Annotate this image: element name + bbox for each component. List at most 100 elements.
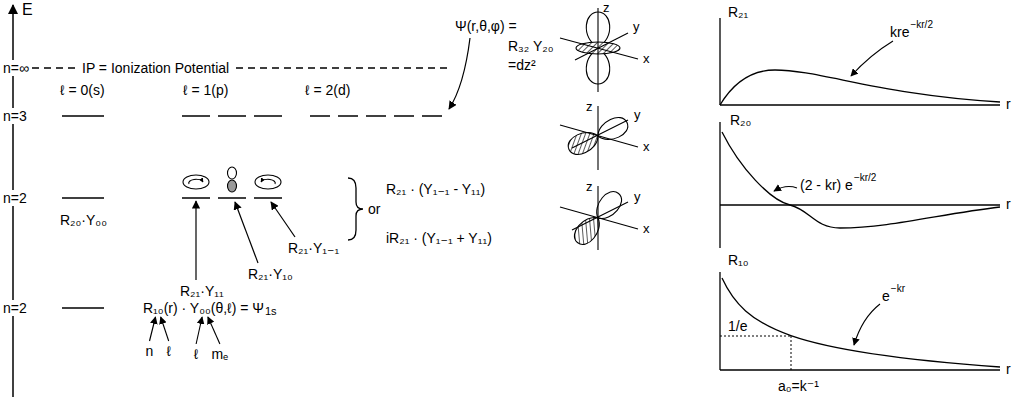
p-orbital-picture xyxy=(572,202,628,230)
orbital-combination: iR₂₁ · (Y₁₋₁ + Y₁₁) xyxy=(386,230,492,246)
axis-letter: x xyxy=(643,140,650,155)
dz2-orbital xyxy=(560,8,638,92)
quantum-number: ℓ xyxy=(194,346,199,362)
p-orbital-picture xyxy=(597,106,598,170)
pointer-arrows xyxy=(271,202,295,237)
orbital-combination: R₂₁ · (Y₁₋₁ - Y₁₁) xyxy=(386,181,485,197)
radial-plot xyxy=(774,187,797,191)
curve-label: e xyxy=(882,288,890,304)
p-orbital-icons xyxy=(183,167,281,192)
exponent: −kr xyxy=(891,283,905,295)
energy-levels xyxy=(218,115,246,117)
connector-word: or xyxy=(368,201,380,217)
plot-label: R₂₁ xyxy=(728,4,748,20)
axis-letter: z xyxy=(603,1,610,16)
axis-letter: r xyxy=(1006,361,1011,377)
radial-plot xyxy=(720,122,1000,248)
energy-levels xyxy=(310,115,330,117)
leader-arrow xyxy=(196,317,202,344)
energy-levels xyxy=(338,115,358,117)
level-label: n=2 xyxy=(1,300,29,316)
energy-levels xyxy=(366,115,386,117)
energy-levels xyxy=(422,115,442,117)
curve-label: (2 - kr) e xyxy=(800,177,853,193)
plot-label: R₂₀ xyxy=(730,112,751,128)
dz2-orbital xyxy=(575,33,628,60)
axis-letter: x xyxy=(643,52,650,67)
leader-arrow xyxy=(150,317,156,341)
radial-plot xyxy=(720,369,1000,370)
p-orbital-icons xyxy=(255,175,281,189)
axis-label: E xyxy=(22,1,33,19)
orbital-label: R₂₁·Y₁₁ xyxy=(180,283,224,299)
pointer-arrows xyxy=(195,201,196,280)
p-orbital-picture xyxy=(560,186,638,250)
brace xyxy=(348,178,363,240)
exponent: −kr/2 xyxy=(910,19,933,31)
radial-plot xyxy=(720,18,1000,105)
energy-levels xyxy=(62,116,442,308)
p-orbital-picture xyxy=(560,106,638,170)
energy-levels xyxy=(62,197,104,199)
p-orbital-picture xyxy=(572,120,628,148)
radial-plot xyxy=(720,272,1000,370)
leader-arrow xyxy=(161,317,169,341)
p-orbital-icons xyxy=(228,167,237,179)
p-orbital-icons xyxy=(189,179,203,184)
column-header: ℓ = 0(s) xyxy=(60,82,105,98)
exponent: −kr/2 xyxy=(854,172,877,184)
column-header: ℓ = 2(d) xyxy=(305,82,350,98)
radial-plot xyxy=(851,41,893,76)
quantum-number: n xyxy=(146,343,154,359)
wavefunction-formula: R₁₀(r) · Y₀₀(θ,ℓ) = Ψ xyxy=(143,300,264,316)
dz2-orbital xyxy=(597,8,598,92)
plot-annotation: a₀=k⁻¹ xyxy=(778,378,819,394)
brace xyxy=(348,178,363,240)
wavefunction-label: R₃₂ Y₂₀ xyxy=(508,38,553,54)
orbital-label: R₂₁·Y₁₋₁ xyxy=(288,240,339,256)
curve-label: kre xyxy=(890,24,909,40)
energy-levels xyxy=(182,115,210,117)
p-orbital-icons xyxy=(261,179,275,184)
plot-label: R₁₀ xyxy=(728,252,749,268)
energy-levels xyxy=(254,115,282,117)
axis-letter: z xyxy=(586,100,593,115)
axis-letter: r xyxy=(1006,96,1011,112)
ionization-label: IP = Ionization Potential xyxy=(80,60,231,76)
p-orbital-picture xyxy=(560,207,638,229)
axis-letter: z xyxy=(586,180,593,195)
level-label: n=∞ xyxy=(1,60,31,76)
p-orbital-icons xyxy=(183,175,209,189)
level-label: n=3 xyxy=(1,108,29,124)
wavefunction-label: =dz² xyxy=(508,57,536,73)
orbital-label: R₂₀·Y₀₀ xyxy=(60,212,107,228)
pointer-arrows xyxy=(449,38,470,109)
radial-plot xyxy=(720,70,1000,105)
p-orbital-picture xyxy=(570,212,606,249)
p-orbital-icons xyxy=(228,180,237,192)
dz2-orbital xyxy=(560,38,638,59)
p-orbital-picture xyxy=(560,125,638,147)
wavefunction-label: Ψ(r,θ,φ) = xyxy=(455,18,517,34)
radial-plot xyxy=(719,122,720,248)
axis-letter: y xyxy=(634,190,641,205)
axis-letter: y xyxy=(633,20,640,35)
radial-plot xyxy=(720,336,791,337)
radial-plot xyxy=(719,18,720,105)
orbital-label: R₂₁·Y₁₀ xyxy=(248,266,293,282)
quantum-number: ℓ xyxy=(166,343,171,359)
leader-arrow xyxy=(208,317,220,344)
radial-plot xyxy=(722,132,1000,228)
energy-levels xyxy=(394,115,414,117)
energy-levels xyxy=(62,307,104,309)
energy-levels xyxy=(62,115,104,117)
plot-annotation: 1/e xyxy=(728,318,747,334)
quantum-number: mₑ xyxy=(211,346,228,362)
energy-levels xyxy=(254,197,282,199)
energy-levels xyxy=(218,197,246,199)
axis-letter: x xyxy=(643,222,650,237)
column-header: ℓ = 1(p) xyxy=(183,82,228,98)
radial-plot xyxy=(722,278,1000,367)
